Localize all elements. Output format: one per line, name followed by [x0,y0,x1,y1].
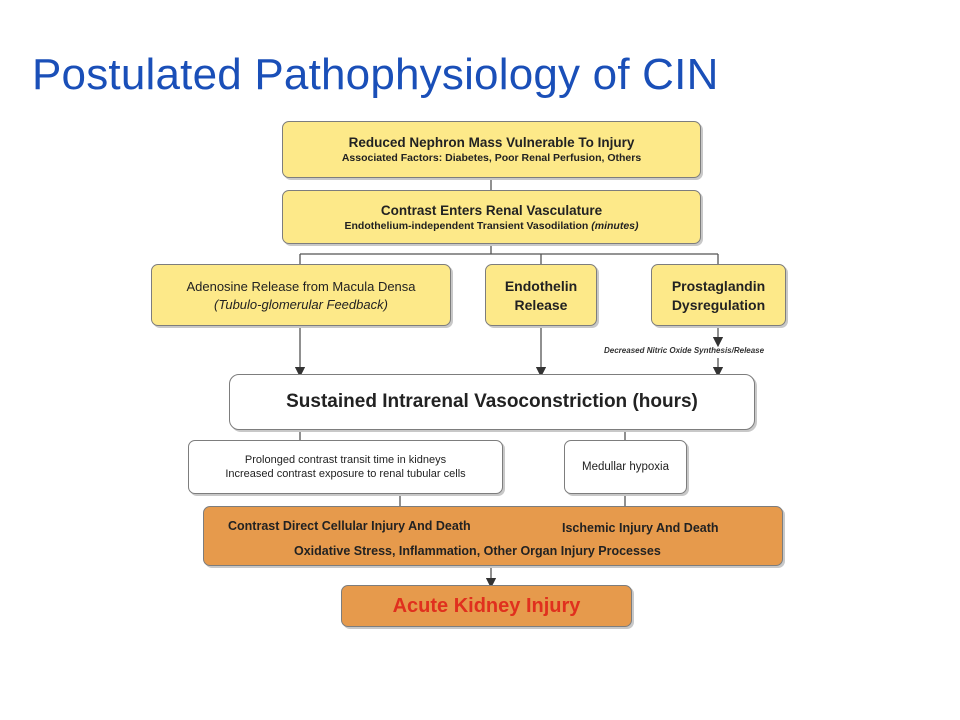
injury-ischemic: Ischemic Injury And Death [562,521,719,535]
adenosine-detail: (Tubulo-glomerular Feedback) [214,296,388,312]
prolonged-line1: Prolonged contrast transit time in kidne… [244,454,447,466]
endothelin-line1: Endothelin [504,277,578,294]
injury-oxidative: Oxidative Stress, Inflammation, Other Or… [294,544,661,558]
sustained-text: Sustained Intrarenal Vasoconstriction (h… [286,391,698,412]
node-sustained-vasoconstriction: Sustained Intrarenal Vasoconstriction (h… [229,374,755,430]
contrast-enters-detail-time: (minutes) [591,219,639,232]
contrast-enters-detail-text: Endothelium-independent Transient Vasodi… [344,219,589,232]
prolonged-line2: Increased contrast exposure to renal tub… [225,468,466,480]
contrast-enters-heading: Contrast Enters Renal Vasculature [380,202,603,218]
node-endothelin-release: Endothelin Release [485,264,597,326]
contrast-enters-detail: Endothelium-independent Transient Vasodi… [344,220,638,232]
reduced-mass-factors: Associated Factors: Diabetes, Poor Renal… [341,152,642,164]
prostaglandin-line2: Dysregulation [671,296,766,313]
endothelin-line2: Release [514,296,568,313]
node-medullar-hypoxia: Medullar hypoxia [564,440,687,494]
aki-text: Acute Kidney Injury [392,594,581,617]
node-prolonged-transit: Prolonged contrast transit time in kidne… [188,440,503,494]
node-prostaglandin-dysregulation: Prostaglandin Dysregulation [651,264,786,326]
prostaglandin-line1: Prostaglandin [671,277,766,294]
node-acute-kidney-injury: Acute Kidney Injury [341,585,632,627]
node-cellular-injury: Contrast Direct Cellular Injury And Deat… [203,506,783,566]
node-contrast-enters: Contrast Enters Renal Vasculature Endoth… [282,190,701,244]
node-adenosine-release: Adenosine Release from Macula Densa (Tub… [151,264,451,326]
adenosine-heading: Adenosine Release from Macula Densa [186,278,416,294]
slide-title: Postulated Pathophysiology of CIN [32,50,719,99]
reduced-mass-heading: Reduced Nephron Mass Vulnerable To Injur… [348,135,635,150]
nitric-oxide-note: Decreased Nitric Oxide Synthesis/Release [604,346,765,355]
injury-direct: Contrast Direct Cellular Injury And Deat… [228,519,471,533]
node-reduced-nephron-mass: Reduced Nephron Mass Vulnerable To Injur… [282,121,701,178]
medullar-text: Medullar hypoxia [582,461,669,473]
